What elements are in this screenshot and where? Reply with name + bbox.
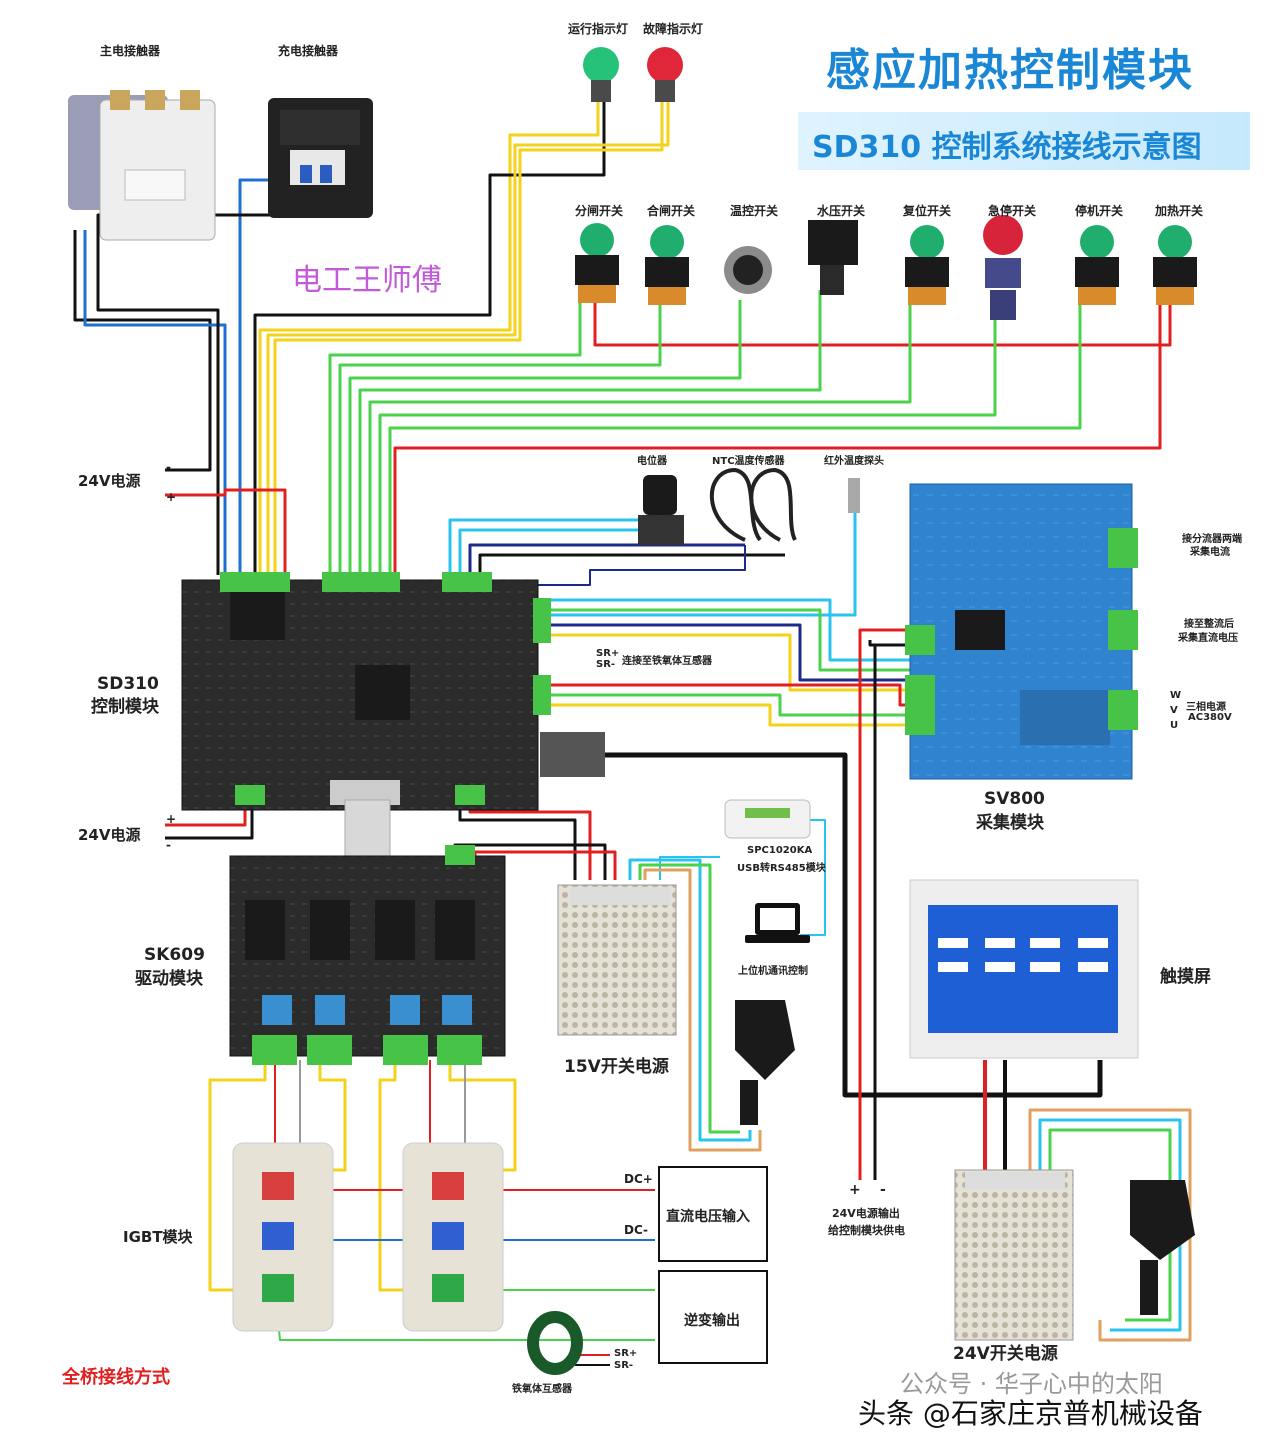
sv800-shunt-line1: 接分流器两端: [1182, 534, 1242, 545]
out24-minus: -: [880, 1182, 886, 1198]
watermark-text: 电工王师傅: [292, 263, 442, 298]
dc-input-box: [658, 1166, 768, 1262]
power-top-minus: -: [166, 460, 171, 474]
wires: [73, 100, 1192, 1366]
sv800-rect-line1: 接至整流后: [1184, 619, 1234, 630]
subtitle-banner: [798, 112, 1250, 170]
dc-minus-label: DC-: [624, 1223, 649, 1237]
sr-plus-label: SR+: [596, 648, 620, 659]
sv800-label-line1: SV800: [984, 789, 1045, 809]
sv800-three-line1: 三相电源: [1186, 702, 1226, 713]
usb-module-line1: SPC1020KA: [747, 845, 813, 856]
ferrite-ring-icon: [527, 1311, 583, 1375]
usb-rs485-module: [724, 799, 811, 839]
sv800-label-line2: 采集模块: [976, 813, 1044, 833]
sv800-board: [905, 483, 1138, 780]
inverter-output-label: 逆变输出: [684, 1313, 740, 1329]
sk609-board: [229, 845, 506, 1065]
potentiometer-image: [638, 475, 684, 545]
psu-24v: [954, 1169, 1074, 1341]
full-bridge-label: 全桥接线方式: [62, 1367, 170, 1388]
psu-24v-label: 24V开关电源: [953, 1344, 1058, 1364]
out24-plus: +: [849, 1182, 861, 1198]
switch-label-6: 停机开关: [1075, 204, 1124, 218]
power-top-label: 24V电源: [78, 472, 141, 490]
dc-plus-label: DC+: [624, 1172, 653, 1186]
switch-label-3: 水压开关: [817, 204, 866, 218]
pc-control-label: 上位机通讯控制: [738, 966, 808, 977]
power-bottom-label: 24V电源: [78, 826, 141, 844]
ferrite-sr-plus: SR+: [614, 1348, 638, 1359]
plug-24v: [1130, 1180, 1195, 1315]
fault-indicator-light: [647, 47, 683, 102]
sv800-shunt-line2: 采集电流: [1190, 547, 1230, 558]
sd310-label-line2: 控制模块: [91, 697, 159, 717]
main-contactor-label: 主电接触器: [100, 44, 161, 58]
sd310-terminals: [220, 572, 605, 805]
sv800-v-label: V: [1170, 705, 1178, 716]
out24-line1: 24V电源输出: [832, 1207, 900, 1220]
inverter-output-box: [658, 1270, 768, 1364]
sd310-board: [181, 579, 539, 811]
sk609-label-line1: SK609: [144, 945, 205, 965]
footer-source: 头条 @石家庄京普机械设备: [858, 1397, 1203, 1430]
sr-note-label: 连接至铁氧体互感器: [622, 656, 712, 667]
run-indicator-light: [583, 47, 619, 102]
touchscreen-label: 触摸屏: [1160, 967, 1211, 987]
dc-input-label: 直流电压输入: [666, 1209, 750, 1225]
plug-15v: [735, 1000, 795, 1125]
ir-probe-label: 红外温度探头: [824, 456, 884, 467]
power-bottom-minus: -: [166, 838, 171, 852]
power-bottom-plus: +: [166, 812, 177, 826]
psu-15v-label: 15V开关电源: [564, 1057, 669, 1077]
laptop-icon: [745, 903, 810, 943]
touchscreen-image: [909, 879, 1139, 1059]
ntc-sensor-image: [709, 467, 797, 542]
psu-15v: [557, 884, 677, 1036]
fault-indicator-label: 故障指示灯: [643, 22, 704, 36]
out24-line2: 给控制模块供电: [828, 1224, 905, 1237]
igbt-module-left: [232, 1142, 334, 1332]
page-subtitle: SD310 控制系统接线示意图: [812, 130, 1202, 165]
switch-label-5: 急停开关: [988, 204, 1037, 218]
sv800-w-label: W: [1170, 690, 1182, 701]
potentiometer-label: 电位器: [637, 456, 667, 467]
sr-minus-label: SR-: [596, 659, 616, 670]
footer-account: 公众号 · 华子心中的太阳: [900, 1370, 1163, 1398]
ir-probe-image: [848, 478, 860, 513]
main-contactor-image: [68, 90, 216, 241]
charge-contactor-label: 充电接触器: [278, 44, 339, 58]
usb-module-line2: USB转RS485模块: [737, 863, 826, 874]
ntc-sensor-label: NTC温度传感器: [712, 456, 785, 467]
page-title: 感应加热控制模块: [826, 45, 1194, 96]
igbt-module-right: [402, 1142, 504, 1332]
sk609-label-line2: 驱动模块: [135, 969, 203, 989]
switch-label-4: 复位开关: [903, 204, 952, 218]
igbt-label: IGBT模块: [123, 1228, 193, 1246]
sv800-u-label: U: [1170, 720, 1179, 731]
ferrite-sr-minus: SR-: [614, 1360, 634, 1371]
run-indicator-label: 运行指示灯: [568, 22, 629, 36]
ferrite-label: 铁氧体互感器: [512, 1384, 572, 1395]
switch-images: [575, 215, 1197, 320]
sv800-rect-line2: 采集直流电压: [1178, 633, 1238, 644]
power-top-plus: +: [166, 490, 177, 504]
switch-label-7: 加热开关: [1155, 204, 1204, 218]
switch-label-2: 温控开关: [730, 204, 779, 218]
switch-label-0: 分闸开关: [575, 204, 624, 218]
sv800-three-line2: AC380V: [1188, 712, 1232, 723]
switch-label-1: 合闸开关: [647, 204, 696, 218]
charge-contactor-image: [268, 98, 373, 218]
sd310-label-line1: SD310: [97, 674, 159, 694]
